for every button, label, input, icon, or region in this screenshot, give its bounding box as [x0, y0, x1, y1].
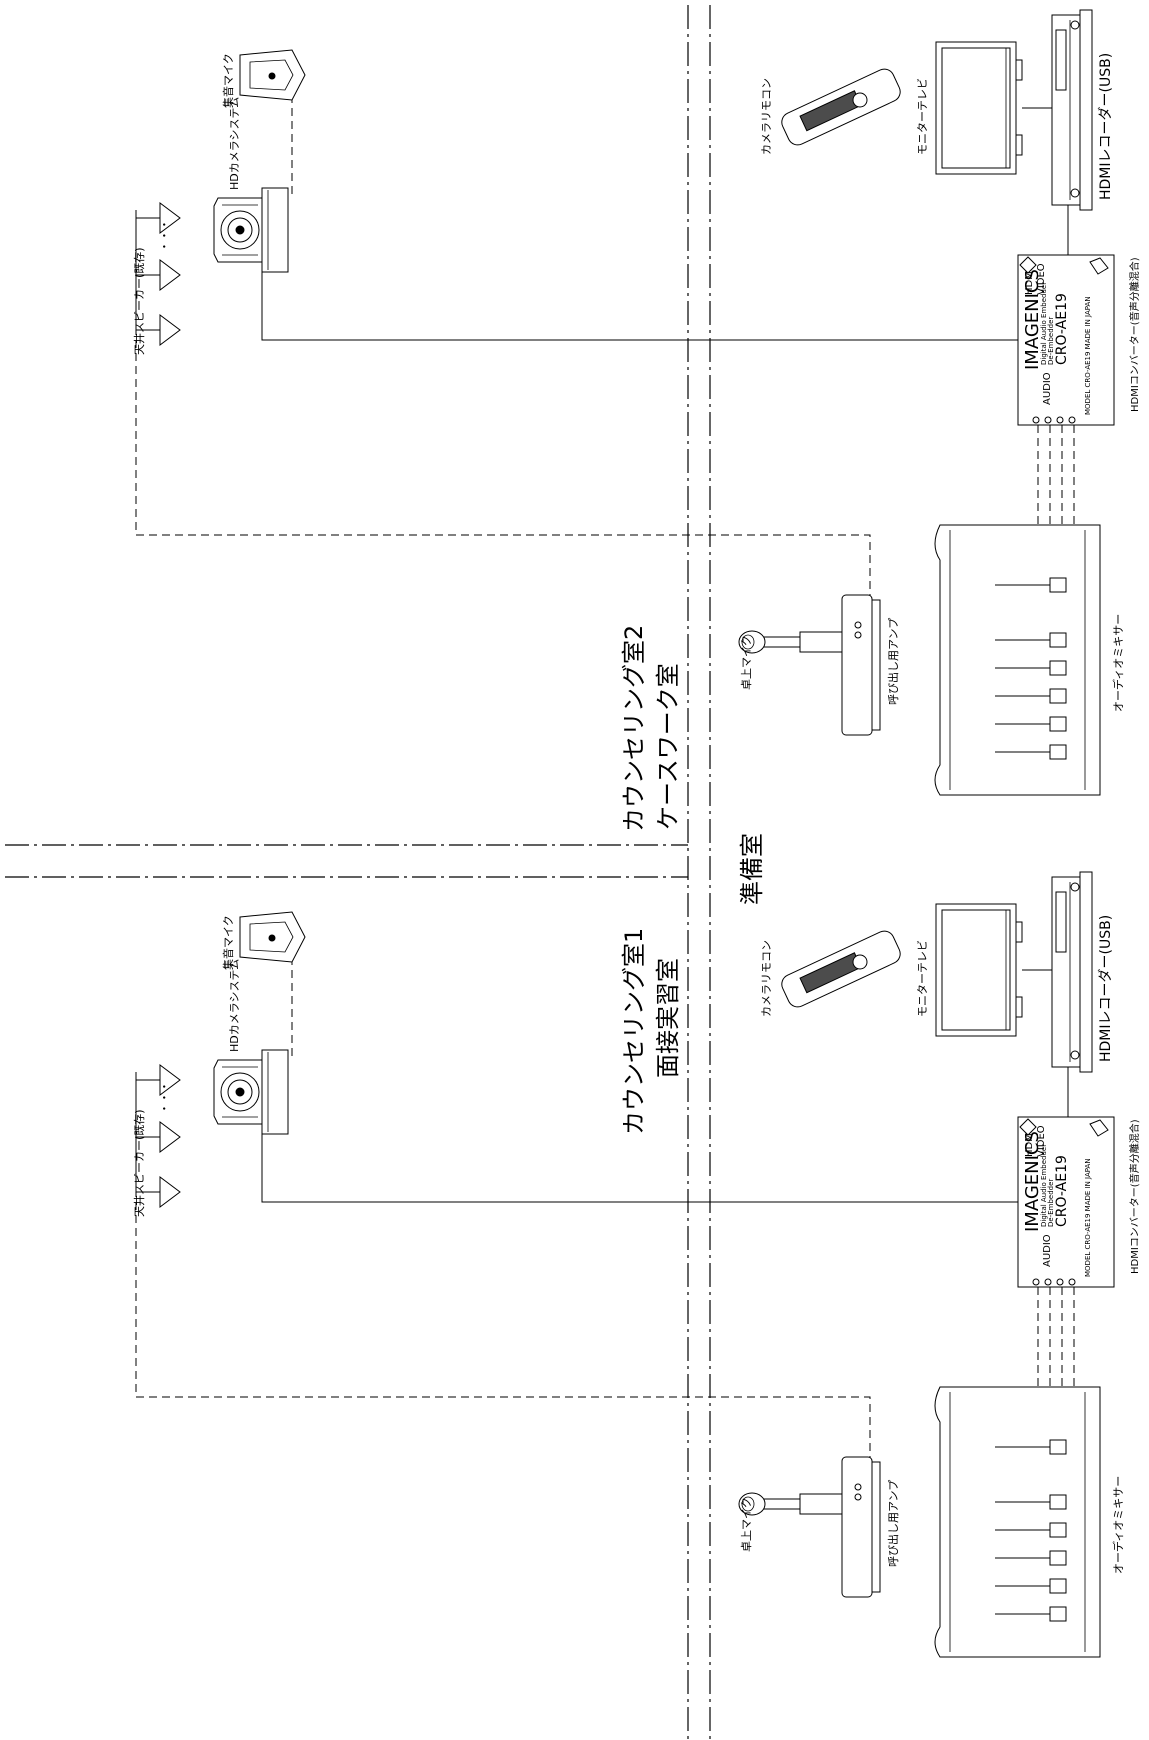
system-unit-room2: ・・・ 天井スピーカー(既存) HDカメラシステム 集音マイク [132, 9, 1141, 796]
speaker-dots: ・・・ [158, 219, 171, 252]
hd-camera-label: HDカメラシステム [228, 97, 241, 190]
prep-room-label: 準備室 [738, 833, 766, 905]
camera-remote: カメラリモコン [760, 930, 901, 1017]
converter-audio: AUDIO [1042, 372, 1053, 405]
room1-label-line1: カウンセリング室1 [620, 928, 648, 1135]
converter-made-in: MODEL CRO-AE19 MADE IN JAPAN [1084, 1158, 1092, 1277]
call-amp-label: 呼び出し用アンプ [886, 1480, 900, 1567]
speaker-icon [159, 259, 181, 291]
ceiling-speaker-label: 天井スピーカー(既存) [132, 247, 146, 355]
audio-mixer-label: オーディオミキサー [1111, 614, 1125, 712]
converter-hdmi-logo: HDMI [1024, 1130, 1035, 1157]
speaker-icon [159, 1176, 181, 1208]
collect-mic: 集音マイク [221, 49, 306, 108]
converter-model: CRO-AE19 [1054, 293, 1070, 365]
hd-camera: HDカメラシステム [213, 97, 289, 273]
converter-desc1: Digital Audio Embedder [1040, 1144, 1048, 1227]
converter-desc1: Digital Audio Embedder [1040, 282, 1048, 365]
room1-label-line2: 面接実習室 [654, 958, 682, 1078]
hdmi-recorder-label: HDMIレコーダー(USB) [1098, 915, 1114, 1062]
converter-brand: IMAGENICS [1022, 269, 1043, 370]
converter-desc2: De-Embedder [1047, 317, 1055, 365]
speaker-icon [159, 202, 181, 234]
speaker-dots: ・・・ [158, 1081, 171, 1114]
hd-camera: HDカメラシステム [213, 959, 289, 1135]
hdmi-converter: IMAGENICS Digital Audio Embedder De-Embe… [1017, 1116, 1141, 1288]
hdmi-recorder-label: HDMIレコーダー(USB) [1098, 53, 1114, 200]
camera-remote-label: カメラリモコン [760, 78, 773, 155]
ceiling-speaker-label: 天井スピーカー(既存) [132, 1109, 146, 1217]
room2-label-line1: カウンセリング室2 [620, 625, 648, 832]
converter-hdmi-logo: HDMI [1024, 268, 1035, 295]
room2-label-line2: ケースワーク室 [654, 663, 682, 830]
audio-mixer: オーディオミキサー [934, 1386, 1125, 1658]
desk-mic-label: 卓上マイク [740, 1497, 753, 1552]
hdmi-converter-label: HDMIコンバーター(音声分離混合) [1128, 257, 1141, 412]
room-boundaries [5, 5, 711, 1740]
speaker-cable [135, 1072, 871, 1464]
collect-mic-label: 集音マイク [221, 915, 235, 970]
audio-mixer-label: オーディオミキサー [1111, 1476, 1125, 1574]
speaker-icon [159, 1121, 181, 1153]
desk-mic-label: 卓上マイク [740, 635, 753, 690]
converter-model: CRO-AE19 [1054, 1155, 1070, 1227]
ceiling-speakers: ・・・ 天井スピーカー(既存) [132, 1064, 181, 1217]
ceiling-speakers: ・・・ 天井スピーカー(既存) [132, 202, 181, 355]
desk-mic-amp: 卓上マイク 呼び出し用アンプ [738, 594, 900, 736]
hdmi-recorder: HDMIレコーダー(USB) [1051, 9, 1114, 211]
camera-remote-label: カメラリモコン [760, 940, 773, 1017]
hdmi-recorder: HDMIレコーダー(USB) [1051, 871, 1114, 1073]
monitor-tv-label: モニターテレビ [916, 940, 929, 1017]
monitor-tv: モニターテレビ [916, 41, 1052, 175]
converter-brand: IMAGENICS [1022, 1131, 1043, 1232]
hdmi-converter: IMAGENICS Digital Audio Embedder De-Embe… [1017, 254, 1141, 426]
monitor-tv: モニターテレビ [916, 903, 1052, 1037]
converter-desc2: De-Embedder [1047, 1179, 1055, 1227]
collect-mic-label: 集音マイク [221, 53, 235, 108]
speaker-icon [159, 1064, 181, 1096]
camera-cable [261, 195, 1018, 341]
system-unit-room1: ・・・ 天井スピーカー(既存) HDカメラシステム 集音マイク [132, 871, 1141, 1658]
converter-video-logo: VIDEO [1036, 1125, 1047, 1157]
camera-remote: カメラリモコン [760, 68, 901, 155]
desk-mic-amp: 卓上マイク 呼び出し用アンプ [738, 1456, 900, 1598]
call-amp-label: 呼び出し用アンプ [886, 618, 900, 705]
converter-video-logo: VIDEO [1036, 263, 1047, 295]
speaker-icon [159, 314, 181, 346]
monitor-tv-label: モニターテレビ [916, 78, 929, 155]
converter-made-in: MODEL CRO-AE19 MADE IN JAPAN [1084, 296, 1092, 415]
converter-audio: AUDIO [1042, 1234, 1053, 1267]
hd-camera-label: HDカメラシステム [228, 959, 241, 1052]
audio-mixer: オーディオミキサー [934, 524, 1125, 796]
speaker-cable [135, 210, 871, 602]
collect-mic: 集音マイク [221, 911, 306, 970]
hdmi-converter-label: HDMIコンバーター(音声分離混合) [1128, 1119, 1141, 1274]
